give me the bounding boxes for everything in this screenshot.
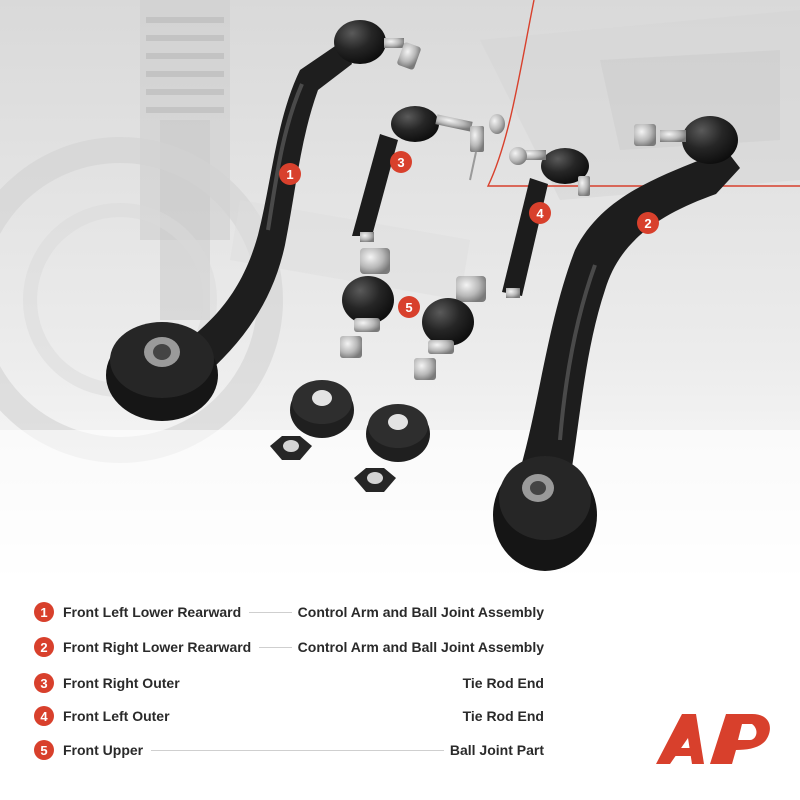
vehicle-background (0, 0, 800, 590)
svg-text:1: 1 (286, 167, 293, 182)
svg-text:3: 3 (397, 155, 404, 170)
legend-position: Front Right Outer (63, 675, 180, 691)
legend-row-2: 2 Front Right Lower Rearward Control Arm… (34, 635, 544, 659)
legend-part: Tie Rod End (462, 708, 544, 724)
legend-divider (249, 612, 292, 613)
legend-position: Front Left Outer (63, 708, 170, 724)
legend-divider (151, 750, 444, 751)
legend-part: Tie Rod End (462, 675, 544, 691)
control-arm-right-part (493, 116, 740, 571)
legend-position: Front Left Lower Rearward (63, 604, 242, 620)
legend-part: Control Arm and Ball Joint Assembly (297, 604, 544, 620)
svg-text:2: 2 (644, 216, 651, 231)
control-arm-left-part (106, 20, 421, 421)
highlight-outline (486, 0, 800, 187)
svg-text:4: 4 (536, 206, 544, 221)
callout-2: 2 (637, 212, 659, 234)
callout-1: 1 (279, 163, 301, 185)
callout-4: 4 (529, 202, 551, 224)
product-scene: 1 2 3 4 5 (0, 0, 800, 590)
legend-number-badge: 3 (34, 673, 54, 693)
svg-text:5: 5 (405, 300, 412, 315)
ball-joint-part (340, 248, 486, 380)
legend-part: Ball Joint Part (449, 742, 544, 758)
legend-position: Front Upper (63, 742, 144, 758)
legend-number-badge: 2 (34, 637, 54, 657)
legend-row-4: 4 Front Left Outer Tie Rod End (34, 704, 544, 728)
legend-divider (178, 716, 457, 717)
legend-row-5: 5 Front Upper Ball Joint Part (34, 738, 544, 762)
callout-5: 5 (398, 296, 420, 318)
legend-number-badge: 5 (34, 740, 54, 760)
washers-and-nuts (270, 380, 430, 492)
legend-divider (188, 683, 457, 684)
legend-part: Control Arm and Ball Joint Assembly (297, 639, 544, 655)
legend-row-3: 3 Front Right Outer Tie Rod End (34, 671, 544, 695)
legend-number-badge: 4 (34, 706, 54, 726)
legend-row-1: 1 Front Left Lower Rearward Control Arm … (34, 600, 544, 624)
callout-3: 3 (390, 151, 412, 173)
tie-rod-end-right-part (352, 106, 505, 242)
legend-number-badge: 1 (34, 602, 54, 622)
legend-divider (259, 647, 292, 648)
legend-position: Front Right Lower Rearward (63, 639, 252, 655)
a-premium-logo-icon (656, 714, 770, 764)
